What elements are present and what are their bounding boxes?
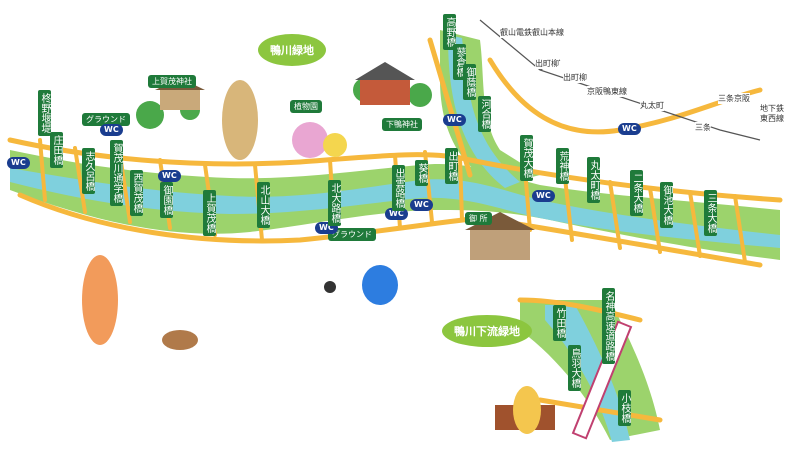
wc-icon: WC bbox=[385, 208, 408, 220]
rail-label-keihan: 京阪鴨東線 bbox=[587, 86, 627, 97]
station-label-marutamachi: 丸太町 bbox=[640, 100, 664, 111]
gosho-label: 御 所 bbox=[465, 212, 492, 225]
station-label-sanjo: 三条 bbox=[695, 122, 711, 133]
bridge-label-kamo-ohashi: 賀茂大橋 bbox=[520, 135, 533, 181]
shimogamo-jinja-label: 下鴨神社 bbox=[382, 118, 422, 131]
bridge-label-takano: 高野橋 bbox=[443, 14, 456, 50]
bridge-label-misono: 御園橋 bbox=[160, 182, 173, 218]
kamogawa-ryokuchi-label: 鴨川緑地 bbox=[258, 34, 326, 66]
wc-icon: WC bbox=[532, 190, 555, 202]
bridge-label-onsen: 御蔭橋 bbox=[463, 64, 476, 100]
wc-icon: WC bbox=[158, 170, 181, 182]
wc-icon: WC bbox=[100, 124, 123, 136]
kamigamo-jinja-label: 上賀茂神社 bbox=[148, 75, 196, 88]
bridge-label-meibu: 蓼倉橋 bbox=[453, 44, 466, 80]
bridge-label-demachi: 出町橋 bbox=[445, 148, 458, 184]
bridge-label-kojin: 荒神橋 bbox=[556, 148, 569, 184]
shokubutsuen-label: 植物園 bbox=[290, 100, 322, 113]
bridge-label-kitaoji: 北大路橋 bbox=[328, 180, 341, 226]
bridge-label-takeda: 竹田橋 bbox=[553, 305, 566, 341]
ground-label-south: グラウンド bbox=[328, 228, 376, 241]
bridge-label-kamigamo: 上賀茂橋 bbox=[203, 190, 216, 236]
scenery bbox=[82, 62, 633, 440]
bridge-label-aoi: 葵橋 bbox=[415, 160, 428, 186]
bridge-label-shodabashi: 庄田橋 bbox=[50, 132, 63, 168]
bridge-label-toba-ohashi: 鳥羽大橋 bbox=[568, 345, 581, 391]
bridge-label-meishin: 名神高速道路橋 bbox=[602, 288, 615, 364]
bridge-label-nishigamo: 西賀茂橋 bbox=[130, 170, 143, 216]
bridge-label-marutamachi: 丸太町橋 bbox=[587, 157, 600, 203]
bridge-label-sanjo-ohashi: 三条大橋 bbox=[704, 190, 717, 236]
rail-label-eizan: 叡山電鉄叡山本線 bbox=[500, 27, 564, 38]
station-label-demachiyanagi: 出町柳 bbox=[535, 58, 559, 69]
bridge-label-nijo-ohashi: 二条大橋 bbox=[630, 170, 643, 216]
bridge-label-izumoji: 出雲路橋 bbox=[392, 165, 405, 211]
bridge-label-koeda: 小枝橋 bbox=[618, 390, 631, 426]
downstream-river bbox=[545, 305, 630, 442]
bridge-label-kamokawa-dori: 賀茂川通学橋 bbox=[110, 140, 123, 206]
wc-icon: WC bbox=[618, 123, 641, 135]
bridge-label-shikurobashi: 志久呂橋 bbox=[82, 148, 95, 194]
bridge-label-shojimazeki: 柊野堰堤 bbox=[38, 90, 51, 136]
wc-icon: WC bbox=[7, 157, 30, 169]
wc-icon: WC bbox=[443, 114, 466, 126]
ground-label-north: グラウンド bbox=[82, 113, 130, 126]
kamogawa-shimo-ryokuchi-label: 鴨川下流緑地 bbox=[442, 315, 532, 347]
rail-label-tozai: 地下鉄 東西線 bbox=[760, 104, 784, 124]
station-label-demachiyanagi: 出町柳 bbox=[563, 72, 587, 83]
rail-lines bbox=[479, 19, 761, 141]
station-label-sanjo-keihan: 三条京阪 bbox=[718, 93, 750, 104]
bridge-label-kitayama-ohashi: 北山大橋 bbox=[257, 182, 270, 228]
bridge-label-kawai: 河合橋 bbox=[478, 96, 491, 132]
bridge-label-oike: 御池大橋 bbox=[660, 182, 673, 228]
wc-icon: WC bbox=[410, 199, 433, 211]
